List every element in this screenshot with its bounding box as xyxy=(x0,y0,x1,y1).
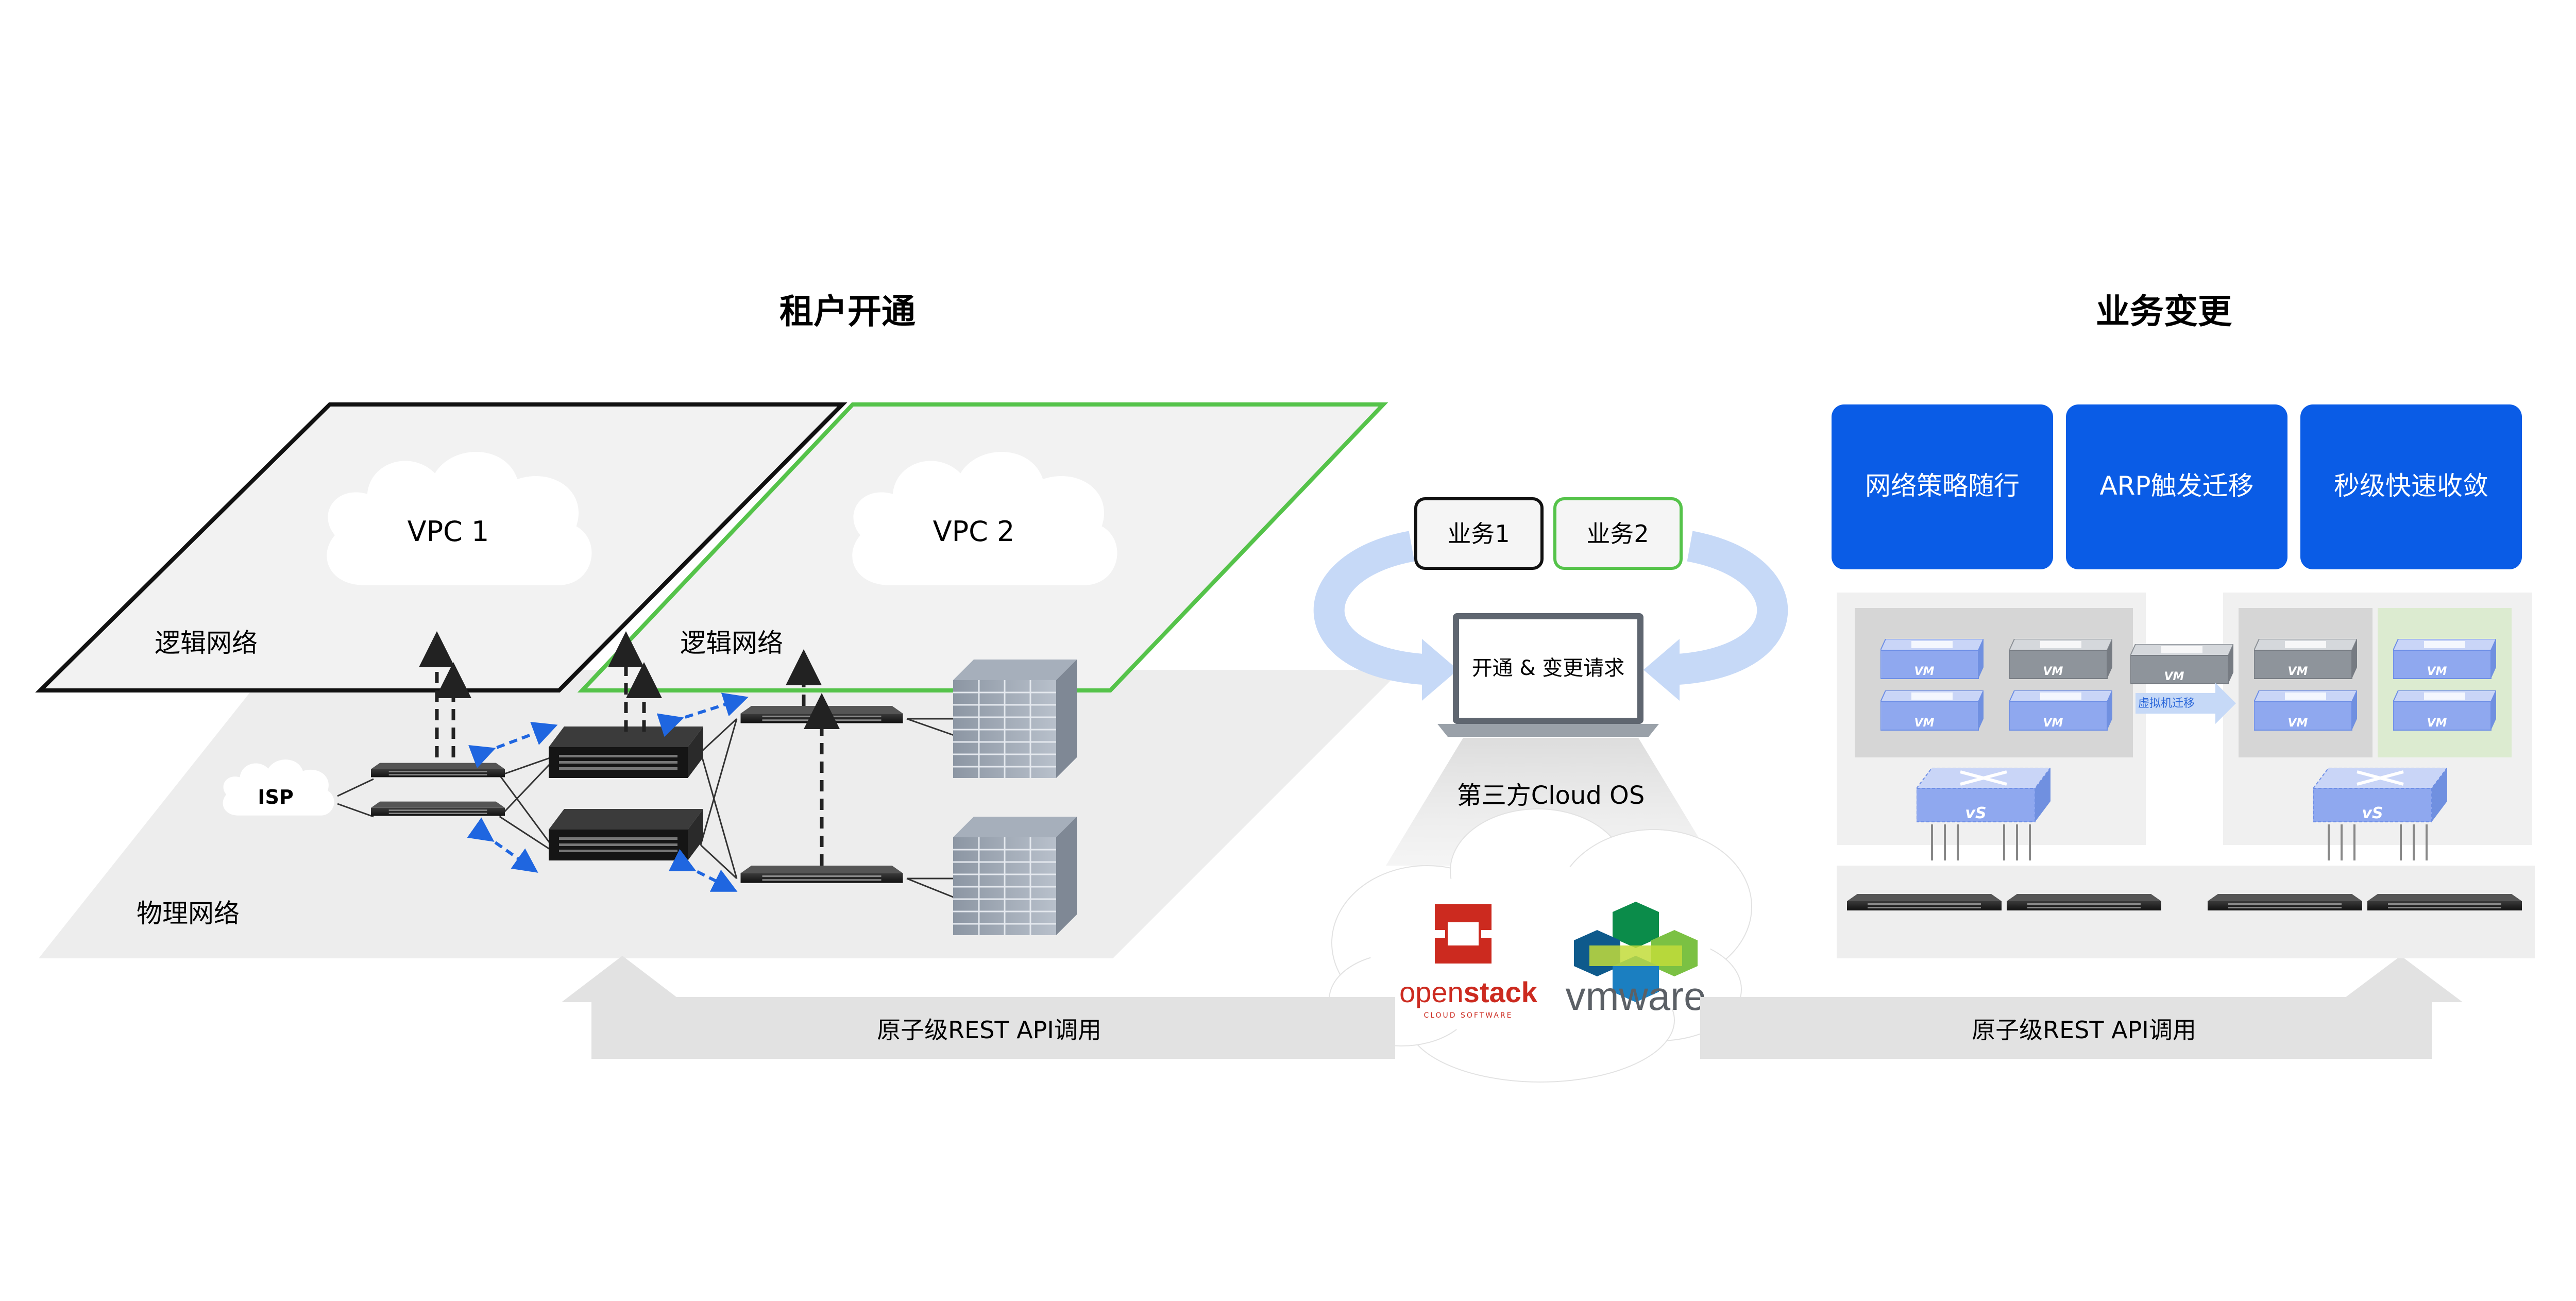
switch-icon xyxy=(2208,894,2362,910)
api-arrow-left xyxy=(562,956,1395,1059)
vswitch-uplinks xyxy=(1931,824,2428,860)
vmware-logo: vmware xyxy=(1565,902,1706,1019)
openstack-logo-suffix: stack xyxy=(1464,976,1538,1008)
server-rack-icon xyxy=(953,660,1077,778)
vm-migration-label: 虚拟机迁移 xyxy=(2138,697,2195,710)
vswitch-label: vS xyxy=(2362,804,2383,822)
openstack-logo: openstack CLOUD SOFTWARE xyxy=(1399,904,1538,1020)
vm-label: VM xyxy=(2427,665,2447,678)
switch-icon xyxy=(740,866,903,883)
cycle-arrowhead-left xyxy=(1422,639,1458,701)
feature-label-1: 网络策略随行 xyxy=(1865,471,2020,501)
vmware-logo-text: vmware xyxy=(1565,973,1706,1019)
laptop-screen-text: 开通 & 变更请求 xyxy=(1472,656,1625,680)
service1-label: 业务1 xyxy=(1447,520,1510,548)
vm-migration-arrow xyxy=(2136,683,2236,724)
switch-icon xyxy=(371,801,505,816)
cycle-arrow-right xyxy=(1668,531,1788,685)
physical-switch-tray xyxy=(1837,866,2535,958)
logical-network-label-1: 逻辑网络 xyxy=(155,628,258,658)
cloud-os-label: 第三方Cloud OS xyxy=(1457,781,1645,810)
vm-group-right-green xyxy=(2378,608,2512,757)
vswitch-label: vS xyxy=(1965,804,1986,822)
service1-button[interactable] xyxy=(1414,497,1544,570)
heading-service-change: 业务变更 xyxy=(2096,292,2232,331)
switch-icon xyxy=(1847,894,2002,910)
vm-label: VM xyxy=(2164,670,2184,683)
switch-icon xyxy=(371,763,505,778)
feature-label-3: 秒级快速收敛 xyxy=(2334,471,2488,501)
cycle-arrow-left xyxy=(1313,531,1433,685)
svg-text:openstack: openstack xyxy=(1399,976,1538,1008)
laptop-icon xyxy=(1437,613,1659,737)
vm-label: VM xyxy=(2288,717,2308,730)
heading-tenant-provisioning: 租户开通 xyxy=(779,292,916,331)
feature-arp-migration-button[interactable] xyxy=(2066,404,2287,569)
switch-icon xyxy=(549,726,703,778)
feature-fast-convergence-button[interactable] xyxy=(2300,404,2522,569)
vm-label: VM xyxy=(2288,665,2308,678)
migration-arrows xyxy=(467,692,749,892)
physical-network-label: 物理网络 xyxy=(137,899,240,928)
openstack-logo-sub: CLOUD SOFTWARE xyxy=(1423,1011,1513,1020)
api-label-left: 原子级REST API调用 xyxy=(877,1016,1101,1044)
feature-label-2: ARP触发迁移 xyxy=(2099,471,2253,501)
vm-labels: VM VM VM VM VM VM VM VM VM xyxy=(1914,665,2447,730)
api-arrow-right xyxy=(1700,956,2463,1059)
service2-label: 业务2 xyxy=(1586,520,1649,548)
vpc1-label: VPC 1 xyxy=(408,515,489,548)
api-label-right: 原子级REST API调用 xyxy=(1972,1016,2196,1044)
vm-label: VM xyxy=(2043,665,2063,678)
vm-group-left xyxy=(1855,608,2133,757)
cycle-arrowhead-right xyxy=(1643,639,1680,701)
switch-icon xyxy=(549,809,703,860)
isp-label: ISP xyxy=(258,786,293,808)
mapping-arrows xyxy=(419,631,840,866)
vm-group-right-grey xyxy=(2239,608,2372,757)
server-rack-icon xyxy=(953,817,1077,935)
openstack-logo-prefix: open xyxy=(1399,976,1464,1008)
vm-label: VM xyxy=(1914,665,1935,678)
feature-policy-follow-button[interactable] xyxy=(1832,404,2053,569)
switch-icon xyxy=(2367,894,2522,910)
logical-network-label-2: 逻辑网络 xyxy=(680,628,783,658)
vm-label: VM xyxy=(2043,717,2063,730)
vm-label: VM xyxy=(1914,717,1935,730)
vm-label: VM xyxy=(2427,717,2447,730)
service2-button[interactable] xyxy=(1553,497,1683,570)
switch-icon xyxy=(2007,894,2161,910)
vpc2-label: VPC 2 xyxy=(933,515,1015,548)
